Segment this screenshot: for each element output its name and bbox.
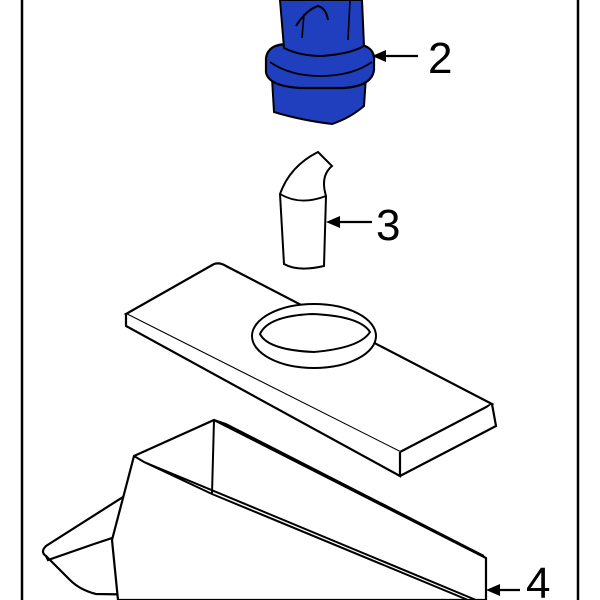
callout-4-label: 4 xyxy=(526,559,550,600)
part-3-bulb[interactable] xyxy=(278,150,334,270)
plate-front-edge xyxy=(124,314,402,478)
callout-3: 3 xyxy=(326,201,400,250)
callout-4-arrowhead xyxy=(486,584,500,596)
plate-side-edge xyxy=(399,403,498,477)
socket-flange-inner-line xyxy=(269,61,373,77)
socket-upper-body xyxy=(278,0,366,58)
housing-outer-wall xyxy=(110,418,488,600)
plate-socket-ring-inner xyxy=(258,312,372,354)
callout-2-label: 2 xyxy=(428,34,452,83)
callout-2: 2 xyxy=(372,34,452,83)
callout-2-arrowhead xyxy=(372,50,386,62)
callout-4: 4 xyxy=(486,559,550,600)
socket-upper-detail-2 xyxy=(301,0,351,41)
callout-3-arrowhead xyxy=(326,216,340,228)
housing-inner-cavity xyxy=(133,419,477,600)
bulb-body xyxy=(278,150,334,270)
socket-upper-detail xyxy=(295,4,329,27)
housing-rim xyxy=(213,419,485,557)
diagram-frame xyxy=(20,0,580,600)
lens-cover-plate[interactable] xyxy=(123,262,498,478)
socket-flange-ring xyxy=(264,42,376,90)
bulb-top-edge xyxy=(279,193,327,202)
housing-bottom-edge xyxy=(45,555,461,600)
part-2-socket[interactable] xyxy=(264,0,376,126)
callout-3-label: 3 xyxy=(376,201,400,250)
part-4-housing[interactable] xyxy=(41,418,488,600)
